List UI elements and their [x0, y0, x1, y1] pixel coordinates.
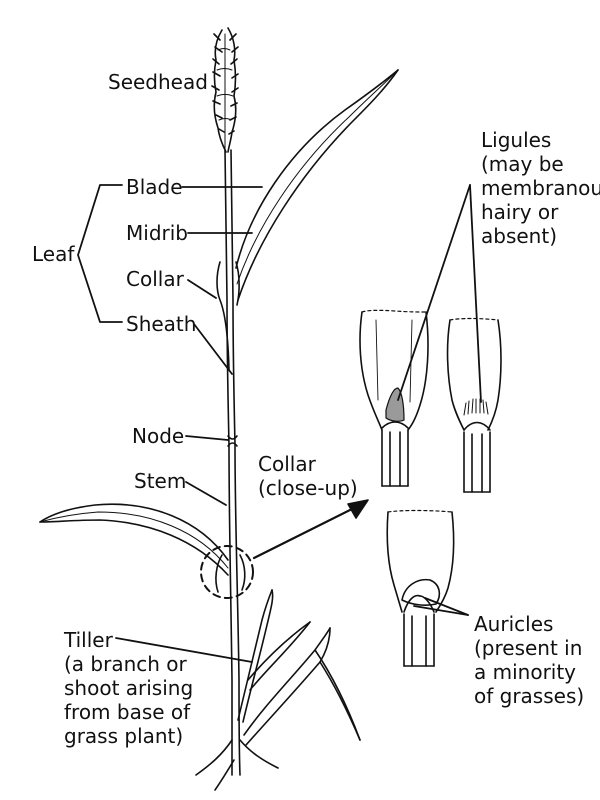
auricles-line: Auricles: [474, 612, 554, 636]
ligules-label: Ligules (may be membranous hairy or abse…: [481, 128, 600, 248]
auricles-line: (present in: [474, 636, 583, 660]
sheath-label: Sheath: [126, 312, 197, 336]
stem-drawing: [195, 149, 279, 791]
lower-leaf-drawing: [39, 503, 246, 593]
auricles-label: Auricles (present in a minority of grass…: [474, 612, 584, 708]
auricles-closeup: [386, 509, 455, 667]
midrib-label: Midrib: [126, 221, 188, 245]
closeup-arrow: [252, 499, 369, 560]
seedhead-label: Seedhead: [108, 70, 208, 94]
collar-closeup-line: (close-up): [258, 476, 358, 500]
leaf-label: Leaf: [32, 242, 75, 266]
leader-lines: [77, 184, 482, 663]
tiller-line: (a branch or: [64, 652, 187, 676]
ligules-line: membranous: [481, 176, 600, 200]
auricles-line: a minority: [474, 660, 577, 684]
node-label: Node: [132, 424, 185, 448]
collar-closeup-label: Collar (close-up): [258, 452, 358, 500]
collar-closeup-line: Collar: [258, 452, 316, 476]
auricles-line: of grasses): [474, 684, 585, 708]
blade-label: Blade: [126, 175, 183, 199]
stem-label: Stem: [134, 469, 187, 493]
collar-highlight-circle: [200, 545, 254, 599]
ligules-line: absent): [481, 224, 557, 248]
ligule-hairy-closeup: [446, 317, 502, 493]
ligules-line: Ligules: [481, 128, 552, 152]
tiller-line: grass plant): [64, 724, 184, 748]
leaf-bracket: [77, 184, 123, 323]
tiller-line: shoot arising: [64, 676, 194, 700]
upper-blade-drawing: [235, 69, 399, 301]
seedhead-drawing: [211, 27, 239, 153]
tiller-label: Tiller (a branch or shoot arising from b…: [64, 628, 193, 748]
tiller-drawing: [237, 589, 361, 746]
ligule-membranous-closeup: [359, 309, 429, 487]
tiller-line: Tiller: [64, 628, 113, 652]
tiller-line: from base of: [64, 700, 191, 724]
ligules-line: (may be: [481, 152, 564, 176]
collar-label: Collar: [126, 267, 184, 291]
ligules-line: hairy or: [481, 200, 559, 224]
